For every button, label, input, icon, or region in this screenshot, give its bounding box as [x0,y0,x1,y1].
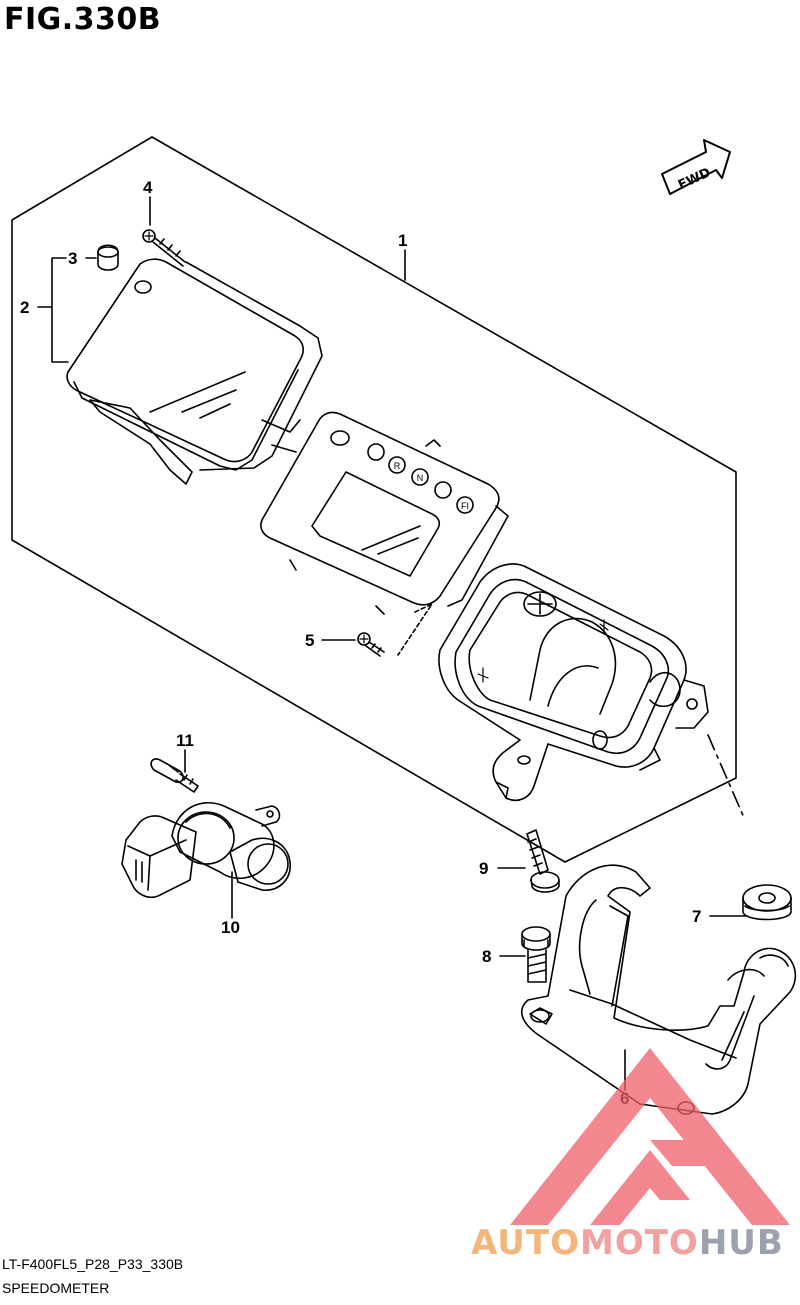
meter-case [438,563,709,802]
figure-title: FIG.330B [4,2,162,37]
callout-10: 10 [221,918,240,937]
callout-8: 8 [482,947,491,966]
grommet-7 [742,884,792,921]
cap-3 [97,244,119,271]
callout-9: 9 [479,859,488,878]
watermark-logo-icon [510,1048,790,1225]
callout-4: 4 [143,178,153,197]
indicator-fi: FI [461,501,469,511]
assembly-outline [11,136,737,863]
screw-4 [142,229,186,267]
leader-2 [37,257,69,363]
callout-5: 5 [305,631,314,650]
callout-1: 1 [398,231,407,250]
screw-9 [526,829,560,893]
speed-sensor-10 [121,801,291,899]
callout-7: 7 [692,907,701,926]
indicator-reverse: R [394,461,401,471]
watermark-text: AUTOMOTOHUB [471,1223,784,1263]
watermark-part-moto: MOTO [579,1223,699,1263]
centerline-screw-5 [397,603,433,656]
bolt-8 [521,926,551,983]
watermark-part-auto: AUTO [471,1223,580,1263]
callout-3: 3 [68,249,77,268]
centerline-grommet [707,734,746,821]
bolt-11 [150,758,199,793]
meter-cover-2 [66,258,323,485]
screw-5 [357,632,385,657]
fwd-arrow-icon [661,139,731,195]
watermark-part-hub: HUB [698,1223,784,1263]
callout-2: 2 [20,298,29,317]
callout-11: 11 [176,731,194,750]
bracket-6 [520,864,797,1115]
display-panel [260,411,509,615]
figure-code: LT-F400FL5_P28_P33_330B [2,1256,184,1272]
indicator-neutral: N [417,473,424,483]
figure-name: SPEEDOMETER [2,1280,110,1296]
